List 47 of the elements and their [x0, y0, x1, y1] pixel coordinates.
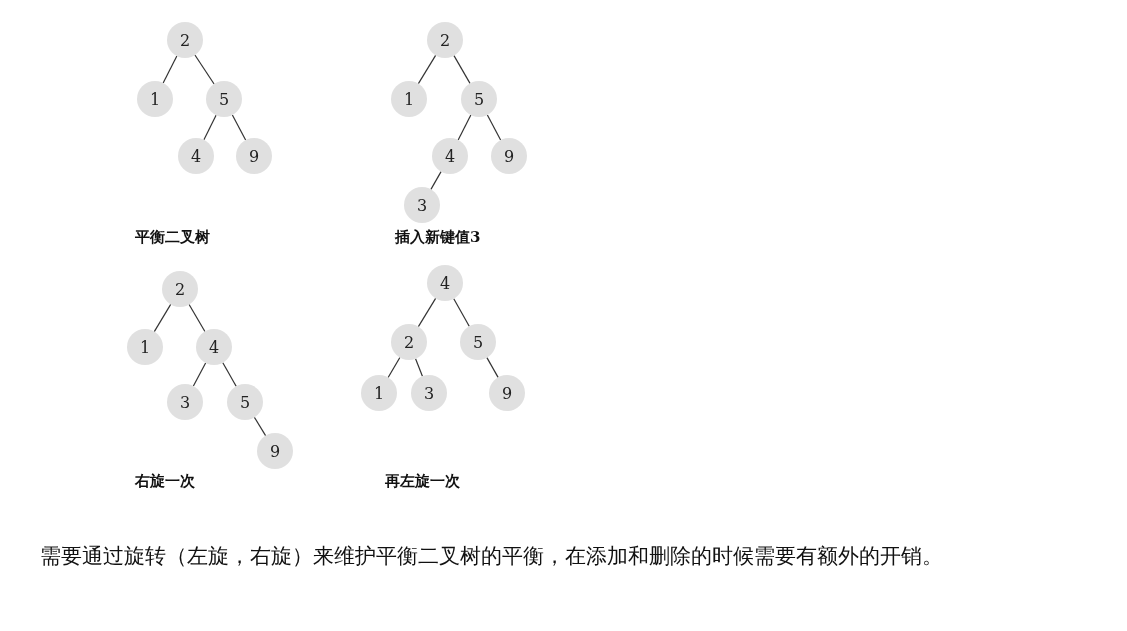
tree-caption: 平衡二叉树	[135, 228, 210, 247]
tree-edge-line	[453, 298, 470, 327]
tree-edge-line	[203, 114, 217, 141]
tree-node-circle: 2	[162, 271, 198, 307]
tree-node-circle: 2	[167, 22, 203, 58]
tree-edge-line	[162, 55, 178, 84]
tree-node-circle: 5	[227, 384, 263, 420]
tree-edge-line	[430, 171, 442, 190]
tree-edge-line	[417, 297, 437, 328]
tree-node-circle: 2	[391, 324, 427, 360]
tree-node-circle: 9	[257, 433, 293, 469]
tree-node-circle: 2	[427, 22, 463, 58]
tree-node-circle: 5	[461, 81, 497, 117]
tree-caption: 右旋一次	[135, 472, 195, 491]
tree-edge-line	[486, 114, 502, 141]
tree-edge-line	[387, 356, 401, 379]
tree-node-circle: 4	[178, 138, 214, 174]
tree-node-circle: 1	[361, 375, 397, 411]
tree-node-circle: 3	[404, 187, 440, 223]
tree-edge-line	[188, 303, 206, 333]
tree-edge-line	[486, 357, 499, 378]
tree-edge-line	[194, 54, 215, 85]
tree-edge-line	[253, 416, 267, 437]
tree-node-circle: 4	[432, 138, 468, 174]
tree-caption: 再左旋一次	[385, 472, 460, 491]
tree-edge-line	[222, 362, 237, 387]
tree-edge-line	[414, 358, 424, 377]
tree-node-circle: 3	[167, 384, 203, 420]
tree-edge-line	[457, 114, 472, 141]
tree-node-circle: 1	[137, 81, 173, 117]
tree-node-circle: 5	[206, 81, 242, 117]
tree-edge-line	[417, 54, 437, 85]
tree-node-circle: 4	[196, 329, 232, 365]
tree-edge-line	[453, 55, 471, 84]
tree-node-circle: 9	[236, 138, 272, 174]
description-paragraph: 需要通过旋转（左旋，右旋）来维护平衡二叉树的平衡，在添加和删除的时候需要有额外的开销。	[40, 543, 944, 570]
tree-node-circle: 9	[489, 375, 525, 411]
tree-node-circle: 5	[460, 324, 496, 360]
tree-node-circle: 3	[411, 375, 447, 411]
tree-node-circle: 1	[391, 81, 427, 117]
tree-caption: 插入新键值3	[395, 228, 481, 247]
tree-node-circle: 1	[127, 329, 163, 365]
tree-edge-line	[231, 114, 247, 141]
tree-node-circle: 9	[491, 138, 527, 174]
tree-edge-line	[192, 362, 207, 387]
tree-edge-line	[153, 303, 172, 333]
tree-node-circle: 4	[427, 265, 463, 301]
